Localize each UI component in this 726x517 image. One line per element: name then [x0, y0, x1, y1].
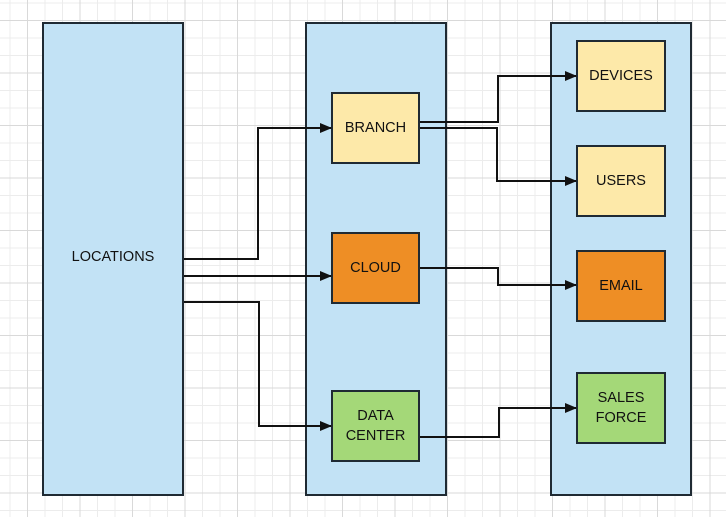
- datacenter-node[interactable]: DATA CENTER: [331, 390, 420, 462]
- devices-node[interactable]: DEVICES: [576, 40, 666, 112]
- locations-container[interactable]: [42, 22, 184, 496]
- branch-node[interactable]: BRANCH: [331, 92, 420, 164]
- email-node[interactable]: EMAIL: [576, 250, 666, 322]
- salesforce-node[interactable]: SALES FORCE: [576, 372, 666, 444]
- users-node[interactable]: USERS: [576, 145, 666, 217]
- cloud-node[interactable]: CLOUD: [331, 232, 420, 304]
- locations-label: LOCATIONS: [71, 249, 155, 265]
